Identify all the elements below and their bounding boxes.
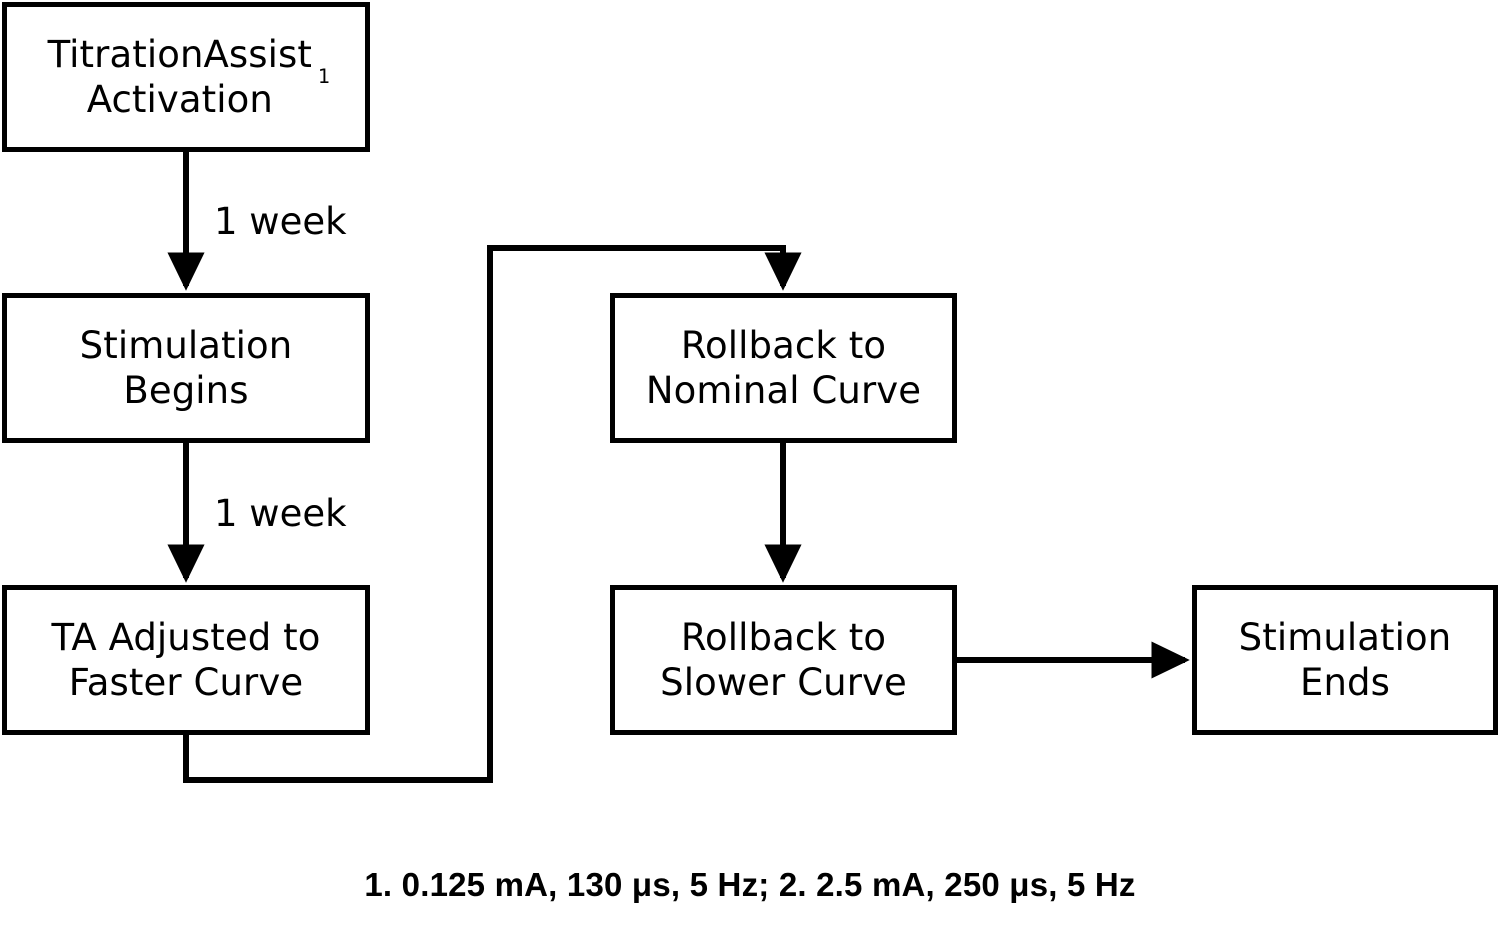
node-label-stim-begins: Stimulation Begins — [79, 323, 293, 412]
node-ta-adjusted-to-faster-curve[interactable]: TA Adjusted to Faster Curve — [2, 585, 370, 735]
edge-ta-adjusted-to-rollback-nominal — [183, 245, 802, 783]
node-stimulation-begins[interactable]: Stimulation Begins — [2, 293, 370, 443]
node-label-ta-adjusted: TA Adjusted to Faster Curve — [51, 615, 321, 704]
node-rollback-to-nominal-curve[interactable]: Rollback to Nominal Curve — [610, 293, 957, 443]
edge-label-stim-begins-to-ta-adjusted: 1 week — [214, 492, 347, 535]
node-label-activation: TitrationAssist Activation — [47, 32, 313, 121]
node-stimulation-ends[interactable]: Stimulation Ends — [1192, 585, 1498, 735]
node-label-stim-ends: Stimulation Ends — [1238, 615, 1452, 704]
node-label-rollback-nominal: Rollback to Nominal Curve — [645, 323, 922, 412]
footnote-text: 1. 0.125 mA, 130 μs, 5 Hz; 2. 2.5 mA, 25… — [364, 866, 1136, 903]
node-label-rollback-slower: Rollback to Slower Curve — [660, 615, 907, 704]
node-rollback-to-slower-curve[interactable]: Rollback to Slower Curve — [610, 585, 957, 735]
edge-label-activation-to-stim-begins: 1 week — [214, 200, 347, 243]
